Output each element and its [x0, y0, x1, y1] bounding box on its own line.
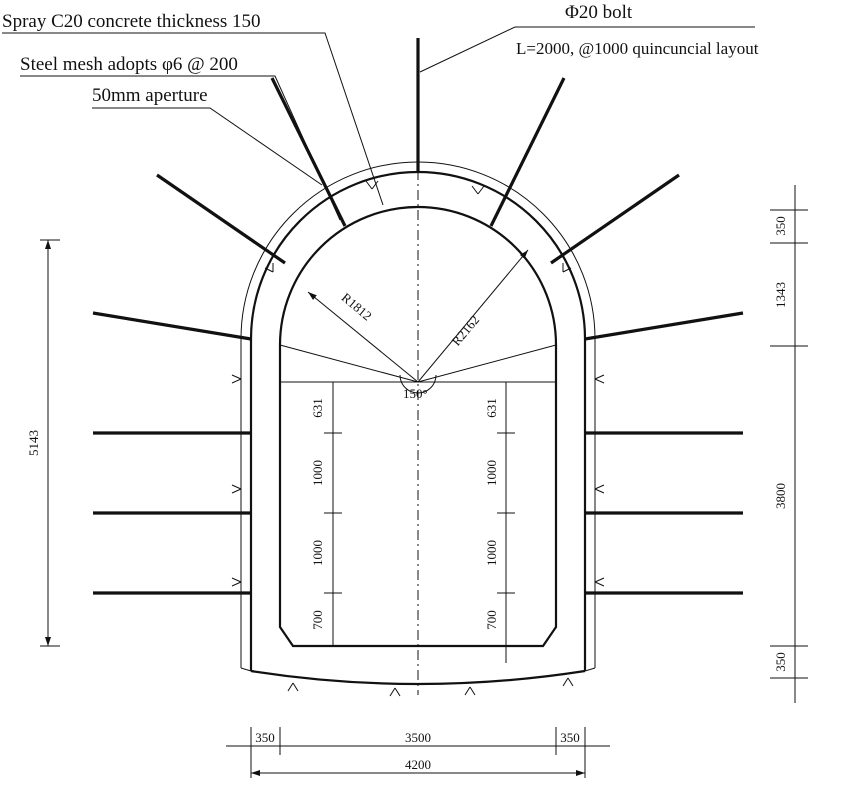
radius-outer-label: R2162	[448, 312, 482, 348]
right-dim-2: 1000	[484, 460, 499, 486]
total-width-label: 4200	[405, 757, 431, 772]
lining-outer-boundary	[249, 170, 587, 671]
aperture-leader	[92, 107, 323, 186]
right-side-dim-1: 350	[773, 216, 788, 236]
right-wall-dimension-chain: 631 1000 1000 700	[484, 382, 515, 663]
bolt-left-3	[92, 311, 252, 341]
invert-skin-ends	[240, 667, 596, 672]
left-dim-2: 1000	[310, 460, 325, 486]
angle-arc	[399, 374, 437, 394]
rock-bolts	[92, 38, 744, 595]
bolt-layout-label: L=2000, @1000 quincuncial layout	[516, 39, 759, 58]
left-dim-4: 700	[310, 610, 325, 630]
bolt-leader	[419, 26, 755, 73]
left-wall-dimension-chain: 631 1000 1000 700	[310, 382, 342, 646]
bolt-left-2	[156, 173, 286, 265]
left-dim-1: 631	[310, 398, 325, 418]
bottom-dimension-chain: 350 3500 350 4200	[226, 727, 610, 778]
mesh-leader	[20, 75, 341, 221]
left-dim-3: 1000	[310, 540, 325, 566]
bottom-dim-right: 350	[560, 730, 580, 745]
bottom-dim-left: 350	[255, 730, 275, 745]
bolt-right-3	[584, 311, 744, 341]
angle-label: 150°	[403, 386, 428, 401]
angle-ray-right	[417, 344, 557, 383]
bolt-label: Φ20 bolt	[565, 2, 633, 23]
aperture-ticks	[231, 180, 605, 697]
right-side-dim-4: 350	[773, 652, 788, 672]
right-side-dimension-chain: 350 1343 3800 350	[770, 185, 808, 703]
total-height-label: 5143	[26, 430, 41, 456]
right-dim-1: 631	[484, 398, 499, 418]
spray-leader	[2, 32, 384, 206]
radius-inner-leader	[307, 291, 419, 383]
radius-inner-label: R1812	[339, 290, 375, 324]
radius-outer-leader	[417, 249, 529, 383]
right-dim-3: 1000	[484, 540, 499, 566]
right-side-dim-3: 3800	[773, 483, 788, 509]
mesh-label: Steel mesh adopts φ6 @ 200	[20, 54, 238, 75]
aperture-label: 50mm aperture	[92, 85, 208, 106]
inner-clear-profile	[278, 205, 558, 648]
right-dim-4: 700	[484, 610, 499, 630]
invert-outer-curve	[250, 669, 586, 686]
bolt-right-2	[550, 173, 680, 265]
bottom-dim-middle: 3500	[405, 730, 431, 745]
angle-ray-left	[279, 344, 419, 383]
bolt-right-1	[489, 77, 566, 227]
spray-label: Spray C20 concrete thickness 150	[2, 11, 261, 32]
right-side-dim-2: 1343	[773, 282, 788, 308]
bolt-left-1	[270, 77, 347, 227]
